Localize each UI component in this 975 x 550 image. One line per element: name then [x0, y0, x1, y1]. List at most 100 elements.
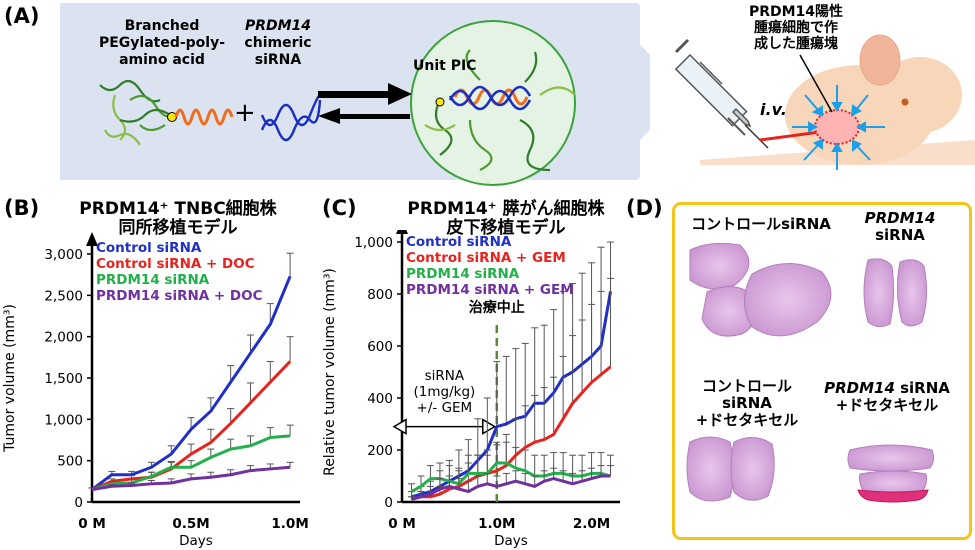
legend-entry: Control siRNA — [96, 240, 202, 256]
panel-c-title-line-2: 皮下移植モデル — [446, 218, 566, 238]
polymer-label-line-2: PEGylated-poly- — [98, 35, 226, 51]
series-2 — [407, 441, 615, 493]
x-axis-label: Days — [179, 533, 213, 549]
y-axis-label: Tumor volume (mm³) — [2, 304, 18, 453]
x-tick-label: 0.5M — [172, 516, 209, 532]
treatment-stop-label: 治療中止 — [469, 299, 525, 316]
x-tick-label: 2.0M — [573, 516, 610, 532]
polymer-icon — [99, 79, 234, 146]
syringe-icon — [674, 38, 769, 149]
panel-a-label: (A) — [4, 4, 40, 28]
y-tick-label: 500 — [57, 454, 83, 470]
chart-b: 0 500 1,000 1,500 2,000 2,500 3,000 0 M 0.5M 1.0M… — [2, 232, 309, 549]
caption-prdm14-doc-line-1: siRNA — [894, 379, 950, 397]
panel-b-title-line-2: 同所移植モデル — [118, 218, 238, 238]
tumor-label: PRDM14陽性 腫瘍細胞で作 成した腫瘍塊 — [736, 4, 856, 52]
histology-images — [686, 242, 935, 503]
treatment-bracket-label: +/- GEM — [417, 400, 473, 416]
histology-control-doc — [686, 436, 775, 502]
series-line — [91, 360, 292, 491]
unit-pic-label: Unit PIC — [413, 58, 477, 74]
legend-entry: PRDM14 siRNA — [406, 266, 520, 282]
caption-prdm14-gene: PRDM14 — [864, 209, 936, 227]
y-tick-label: 400 — [367, 391, 393, 407]
panel-c-title: PRDM14⁺ 膵がん細胞株 皮下移植モデル — [376, 200, 636, 238]
x-tick-label: 0 M — [388, 516, 416, 532]
sirna-icon — [260, 93, 322, 142]
tumor-label-line-1: PRDM14陽性 — [748, 4, 844, 20]
y-tick-label: 800 — [367, 287, 393, 303]
series-1 — [88, 336, 294, 491]
caption-prdm14-line-2: siRNA — [875, 226, 925, 244]
panel-d-label: (D) — [626, 196, 663, 220]
y-axis-arrowhead — [396, 230, 408, 234]
y-tick-label: 0 — [74, 495, 83, 511]
series-line — [91, 465, 291, 492]
panel-b-title-line-1: PRDM14⁺ TNBC細胞株 — [79, 199, 277, 219]
legend-entry: PRDM14 siRNA — [96, 272, 210, 288]
legend-entry: PRDM14 siRNA + GEM — [406, 282, 574, 298]
panel-b-label: (B) — [4, 196, 40, 220]
caption-control-doc-line-2: siRNA — [722, 394, 772, 412]
tumor-label-line-3: 成した腫瘍塊 — [754, 36, 838, 52]
caption-control-doc-line-3: +ドセタキセル — [695, 411, 799, 429]
legend-entry: Control siRNA + GEM — [406, 250, 566, 266]
series-line — [411, 365, 612, 501]
treatment-bracket-label: siRNA — [425, 368, 465, 384]
panel-c-label: (C) — [322, 196, 357, 220]
panel-c-title-line-1: PRDM14⁺ 膵がん細胞株 — [407, 199, 605, 219]
panel-a-illustration — [60, 3, 975, 186]
y-axis-arrowhead — [86, 232, 98, 246]
legend-entry: Control siRNA — [406, 234, 512, 250]
tumor-label-line-2: 腫瘍細胞で作 — [754, 20, 838, 36]
series-line — [91, 434, 291, 492]
y-tick-label: 2,500 — [44, 288, 83, 304]
y-tick-label: 1,000 — [44, 412, 83, 428]
treatment-bracket-label: (1mg/kg) — [414, 384, 476, 400]
series-0 — [88, 252, 294, 491]
y-tick-label: 3,000 — [44, 247, 83, 263]
treatment-bracket-left-arrow — [392, 418, 407, 435]
delivery-arrows — [792, 85, 885, 170]
panel-d-frame — [672, 202, 972, 540]
caption-control-doc: コントロール siRNA +ドセタキセル — [682, 378, 812, 429]
polymer-label: Branched PEGylated-poly- amino acid — [92, 18, 232, 69]
panel-b-title: PRDM14⁺ TNBC細胞株 同所移植モデル — [58, 200, 298, 238]
series-3 — [407, 465, 615, 501]
sirna-label-line-2: chimeric — [244, 35, 312, 51]
x-tick-label: 1.0M — [271, 516, 308, 532]
legend-entry: Control siRNA + DOC — [96, 256, 255, 272]
caption-prdm14-doc: PRDM14 siRNA +ドセタキセル — [812, 380, 962, 414]
plus-sign: + — [234, 98, 256, 128]
treatment-bracket-right-arrow — [482, 418, 497, 435]
y-tick-label: 1,000 — [354, 235, 393, 251]
caption-prdm14-sirna: PRDM14 siRNA — [850, 210, 950, 244]
y-axis-label: Relative tumor volume (mm³) — [322, 268, 338, 476]
legend-entry: PRDM14 siRNA + DOC — [96, 288, 263, 304]
caption-prdm14-doc-line-2: +ドセタキセル — [835, 396, 939, 414]
x-tick-label: 0 M — [78, 516, 106, 532]
series-line — [411, 474, 611, 501]
y-tick-label: 1,500 — [44, 371, 83, 387]
x-tick-label: 1.0M — [478, 516, 515, 532]
x-axis-label: Days — [494, 533, 528, 549]
caption-prdm14-doc-gene: PRDM14 — [824, 379, 895, 397]
histology-prdm14-doc — [847, 444, 935, 503]
polymer-label-line-3: amino acid — [119, 52, 205, 68]
y-tick-label: 2,000 — [44, 330, 83, 346]
unit-pic-complex-icon — [424, 49, 576, 172]
series-3 — [88, 461, 294, 492]
series-line — [91, 275, 292, 491]
polymer-label-line-1: Branched — [124, 18, 200, 34]
sirna-label: PRDM14 chimeric siRNA — [228, 18, 328, 69]
iv-label: i.v. — [760, 100, 787, 119]
y-tick-label: 0 — [384, 495, 393, 511]
series-2 — [88, 424, 294, 492]
caption-control-sirna: コントロールsiRNA — [691, 215, 831, 233]
histology-control-sirna — [689, 242, 832, 337]
series-line — [410, 461, 611, 493]
histology-prdm14-sirna — [863, 258, 928, 328]
equilibrium-arrows — [318, 83, 412, 124]
sirna-label-line-3: siRNA — [254, 52, 302, 68]
